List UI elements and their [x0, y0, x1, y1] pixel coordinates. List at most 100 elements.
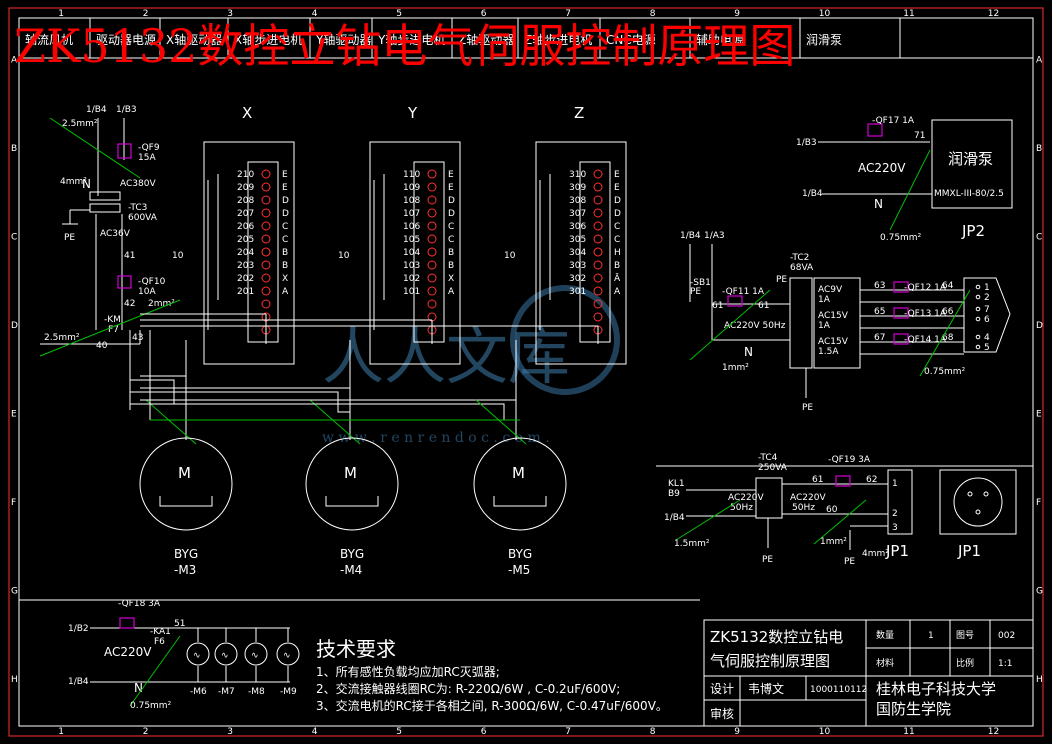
jp1-socket	[953, 477, 1003, 527]
ruler-right-C: C	[1036, 232, 1042, 242]
terminal-number: 310	[569, 170, 586, 180]
inner-frame	[18, 17, 1034, 727]
terminal-number: 203	[237, 261, 254, 271]
terminal-number: 205	[237, 235, 254, 245]
tb-student-id: 1000110112	[810, 685, 867, 695]
terminal-screw	[427, 169, 437, 179]
ruler-top-5: 5	[396, 9, 402, 19]
ruler-top-1: 1	[58, 9, 64, 19]
ruler-bottom-10: 10	[819, 727, 831, 737]
cnc-wire3: 4mm²	[862, 549, 889, 559]
ref-1b4: 1/B4	[86, 105, 107, 115]
cnc-w1: 61	[812, 475, 823, 485]
aux-out-current: 1A	[818, 295, 831, 305]
tb-no: 002	[998, 631, 1015, 641]
terminal-screw	[427, 299, 437, 309]
terminal-screw	[593, 195, 603, 205]
terminal-number: 106	[403, 222, 420, 232]
tc3-label: -TC3	[128, 203, 147, 213]
cnc-pe2: PE	[844, 557, 855, 567]
aux-power-section: 1/B4 1/A3 -SB1 PE -QF11 1A 61 61 AC220V …	[680, 231, 1011, 413]
node-41: 41	[124, 251, 135, 261]
header-cell-0: 轴流风机	[25, 32, 73, 47]
terminal-label: C	[282, 235, 288, 245]
terminal-number: 110	[403, 170, 420, 180]
ruler-top-7: 7	[565, 9, 571, 19]
cnc-v1: AC220V	[728, 493, 764, 503]
lube-pump-label: 润滑泵	[948, 150, 993, 168]
qf19-breaker	[835, 475, 851, 487]
terminal-label: D	[614, 196, 621, 206]
terminal-number: 103	[403, 261, 420, 271]
terminal-number: 209	[237, 183, 254, 193]
aux-wire2: 0.75mm²	[924, 367, 966, 377]
notes-heading: 技术要求	[316, 637, 396, 661]
terminal-strip-x	[247, 161, 279, 343]
ruler-top-9: 9	[734, 9, 740, 19]
ruler-left-E: E	[11, 409, 17, 419]
fan-section: 1/B2 -QF18 3A -KA1 F6 51 AC220V 1/B4 N 0…	[19, 599, 700, 711]
terminal-label: A	[614, 287, 621, 297]
terminal-label: B	[282, 261, 288, 271]
ruler-top-11: 11	[903, 9, 914, 19]
tc4-label: -TC4	[758, 453, 778, 463]
ruler-right-H: H	[1036, 675, 1043, 685]
terminal-label: E	[448, 183, 454, 193]
fan-icon: ∿	[221, 651, 229, 661]
fan-motor-1	[186, 642, 210, 666]
terminal-label: D	[448, 196, 455, 206]
motor-symbol: M	[178, 464, 191, 482]
terminal-strip-y	[413, 161, 445, 343]
watermark: 人人文库 w w w . r e n r e n d o c . c o m .	[322, 285, 620, 446]
lube-ref: 1/B3	[796, 138, 817, 148]
lube-model: MMXL-III-80/2.5	[934, 189, 1004, 199]
axis-label-x: X	[242, 104, 252, 122]
terminal-number: 206	[237, 222, 254, 232]
tc2-label: -TC2	[790, 253, 809, 263]
aux-out-current: 1.5A	[818, 347, 839, 357]
terminal-screw	[593, 260, 603, 270]
motor-tag: -M4	[340, 563, 362, 577]
terminal-number: 301	[569, 287, 586, 297]
ruler-left-B: B	[11, 144, 17, 154]
terminal-screw	[427, 273, 437, 283]
terminal-screw	[261, 221, 271, 231]
cnc-pin2: 2	[892, 509, 898, 519]
cnc-wire2: 1mm²	[820, 537, 847, 547]
aux-ref2: 1/A3	[704, 231, 725, 241]
tb-scale: 1:1	[998, 659, 1012, 669]
terminal-label: B	[282, 248, 288, 258]
ruler-left-A: A	[11, 55, 18, 65]
terminal-number: 102	[403, 274, 420, 284]
fan-icon: ∿	[193, 651, 201, 661]
terminal-label: E	[282, 183, 288, 193]
cnc-w2: 62	[866, 475, 877, 485]
qf11-breaker	[727, 295, 743, 307]
node-40: 40	[96, 341, 108, 351]
aux-out-breaker-label: -QF14 1A	[904, 335, 947, 345]
terminal-number: 305	[569, 235, 586, 245]
terminal-label: B	[448, 248, 454, 258]
terminal-screw	[261, 273, 271, 283]
aux-out-wire1: 65	[874, 307, 885, 317]
wire-size-1: 2.5mm²	[62, 119, 98, 129]
aux-wire: 1mm²	[722, 363, 749, 373]
terminal-screw	[261, 208, 271, 218]
terminal-number: 109	[403, 183, 420, 193]
node-43: 43	[132, 333, 143, 343]
lube-voltage: AC220V	[858, 161, 906, 175]
aux-out-current: 1A	[818, 321, 831, 331]
main-power-section: 1/B4 1/B3 2.5mm² -QF9 15A 4mm² N AC380V …	[39, 105, 181, 357]
aux-pe-tag: PE	[690, 287, 701, 297]
fan-node: 51	[174, 619, 185, 629]
header-cell-2: X轴驱动器	[166, 32, 222, 47]
terminal-screw	[593, 299, 603, 309]
aux-out-wire1: 67	[874, 333, 885, 343]
notes-item-3: 3、交流电机的RC接于各相之间, R-300Ω/6W, C-0.47uF/600…	[316, 698, 668, 713]
terminal-label: A	[282, 287, 289, 297]
qf17-label: -QF17 1A	[872, 116, 915, 126]
terminal-label: E	[614, 183, 620, 193]
aux-pin-6: 6	[984, 315, 990, 325]
